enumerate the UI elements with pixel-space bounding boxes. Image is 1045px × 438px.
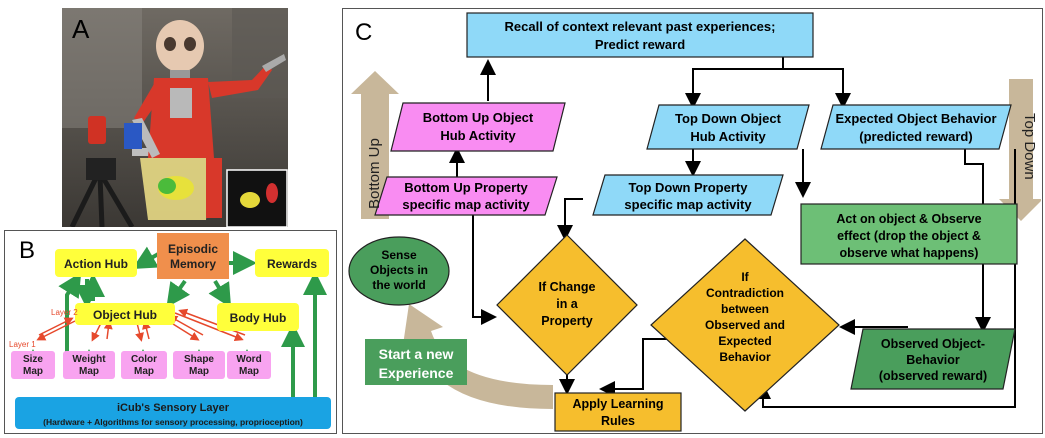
- apply-learning-rules-box: [554, 392, 682, 432]
- panel-a-photo: A: [62, 8, 288, 229]
- start-new-line2: Experience: [379, 365, 454, 381]
- size-map-box: [11, 351, 55, 379]
- size-map-line2: Map: [23, 366, 43, 377]
- if-change-diamond: [496, 234, 638, 376]
- rewards-label: Rewards: [267, 257, 317, 271]
- shape-map-line2: Map: [189, 366, 209, 377]
- em-object-arrow: [166, 279, 191, 308]
- word-map-line1: Word: [236, 354, 261, 365]
- expected-behavior-line1: Expected Object Behavior: [835, 111, 996, 126]
- bu-property-box: [374, 176, 558, 216]
- weight-map-line2: Map: [79, 366, 99, 377]
- td-property-line2: specific map activity: [624, 197, 752, 212]
- panel-b-label: B: [19, 237, 36, 264]
- object-hub-label: Object Hub: [93, 308, 157, 322]
- episodic-memory-box: [157, 233, 229, 279]
- bu-object-hub-box: [390, 102, 566, 152]
- expected-behavior-line2: (predicted reward): [859, 129, 972, 144]
- flowchart: Recall of context relevant past experien…: [348, 12, 1043, 432]
- rewards-box: [255, 249, 329, 277]
- word-map-line2: Map: [239, 366, 259, 377]
- bu-object-hub-line2: Hub Activity: [440, 128, 516, 143]
- if-contra-line3: between: [721, 302, 769, 316]
- start-new-line1: Start a new: [379, 346, 454, 362]
- panel-a-label: A: [72, 14, 90, 44]
- panel-c-label: C: [355, 19, 373, 46]
- body-hub-box: [217, 303, 299, 331]
- start-new-experience-box: [365, 339, 467, 385]
- apply-rules-line1: Apply Learning: [573, 397, 664, 411]
- if-contradiction-diamond: [650, 238, 840, 412]
- if-contra-line2: Contradiction: [706, 286, 784, 300]
- apply-rules-line2: Rules: [601, 414, 635, 428]
- act-on-object-line1: Act on object & Observe: [836, 212, 981, 226]
- if-change-line1: If Change: [539, 280, 596, 294]
- arrow-tdprop-ifchange: [557, 198, 583, 241]
- shape-map-line1: Shape: [184, 354, 214, 365]
- sense-objects-line3: the world: [372, 278, 425, 292]
- sensory-layer-title: iCub's Sensory Layer: [117, 402, 230, 414]
- if-contra-line5: Expected: [718, 334, 771, 348]
- weight-map-line1: Weight: [72, 354, 106, 365]
- episodic-memory-line1: Episodic: [168, 242, 218, 256]
- shape-map-box: [173, 351, 225, 379]
- word-map-box: [227, 351, 271, 379]
- td-property-box: [592, 174, 784, 216]
- body-hub-label: Body Hub: [230, 311, 287, 325]
- em-body-arrow: [208, 279, 232, 308]
- arrow-topdown-return: [755, 149, 1016, 408]
- size-map-line1: Size: [23, 354, 43, 365]
- act-on-object-line3: observe what happens): [840, 246, 979, 260]
- panel-c-flowchart: Recall of context relevant past experien…: [342, 8, 1043, 434]
- layer2-label: Layer 2: [51, 308, 78, 317]
- arrow-recall-expected: [783, 68, 851, 109]
- sense-objects-line1: Sense: [381, 248, 417, 262]
- if-change-line2: in a: [556, 297, 579, 311]
- layer1-label: Layer 1: [9, 340, 36, 349]
- weight-map-box: [63, 351, 115, 379]
- top-down-big-arrow: [999, 79, 1043, 221]
- if-contra-line4: Observed and: [705, 318, 785, 332]
- sensory-layer-box: [15, 397, 331, 429]
- object-hub-box: [75, 303, 175, 325]
- observed-behavior-line3: (observed reward): [879, 369, 987, 383]
- observed-behavior-line2: Behavior: [906, 353, 960, 367]
- td-property-line1: Top Down Property: [629, 180, 749, 195]
- act-on-object-line2: effect (drop the object &: [837, 229, 981, 243]
- recall-line1: Recall of context relevant past experien…: [505, 19, 776, 34]
- sense-objects-ellipse: [348, 236, 450, 306]
- td-object-hub-box: [646, 104, 810, 150]
- color-map-line2: Map: [134, 366, 154, 377]
- recall-line2: Predict reward: [595, 37, 685, 52]
- observed-behavior-box: [850, 328, 1016, 390]
- top-down-label: Top Down: [1021, 113, 1038, 180]
- panel-b-architecture: Episodic Memory Action Hub Rewards Objec…: [4, 230, 337, 434]
- sense-objects-line2: Objects in: [370, 263, 428, 277]
- if-contra-line6: Behavior: [719, 350, 771, 364]
- sensory-layer-subtitle: (Hardware + Algorithms for sensory proce…: [43, 417, 303, 427]
- bu-property-line2: specific map activity: [402, 197, 530, 212]
- if-contra-line1: If: [741, 270, 749, 284]
- arrow-recall-tdobj: [685, 57, 784, 109]
- bu-property-line1: Bottom Up Property: [404, 180, 528, 195]
- em-action-arrow: [132, 246, 161, 269]
- color-map-line1: Color: [131, 354, 157, 365]
- episodic-memory-line2: Memory: [170, 257, 216, 271]
- action-hub-box: [55, 249, 137, 277]
- td-object-hub-line2: Hub Activity: [690, 129, 766, 144]
- expected-behavior-box: [820, 104, 1012, 150]
- recall-box: [466, 12, 814, 58]
- bu-object-hub-line1: Bottom Up Object: [423, 110, 534, 125]
- architecture-diagram: Episodic Memory Action Hub Rewards Objec…: [9, 233, 331, 429]
- if-change-line3: Property: [541, 314, 592, 328]
- td-object-hub-line1: Top Down Object: [675, 111, 782, 126]
- robot-photo: [62, 8, 288, 229]
- arrow-buprop-ifchange: [472, 209, 497, 325]
- action-hub-label: Action Hub: [64, 257, 128, 271]
- color-map-box: [121, 351, 167, 379]
- act-on-object-box: [800, 203, 1018, 265]
- observed-behavior-line1: Observed Object-: [881, 337, 985, 351]
- bottom-up-label: Bottom Up: [366, 138, 383, 209]
